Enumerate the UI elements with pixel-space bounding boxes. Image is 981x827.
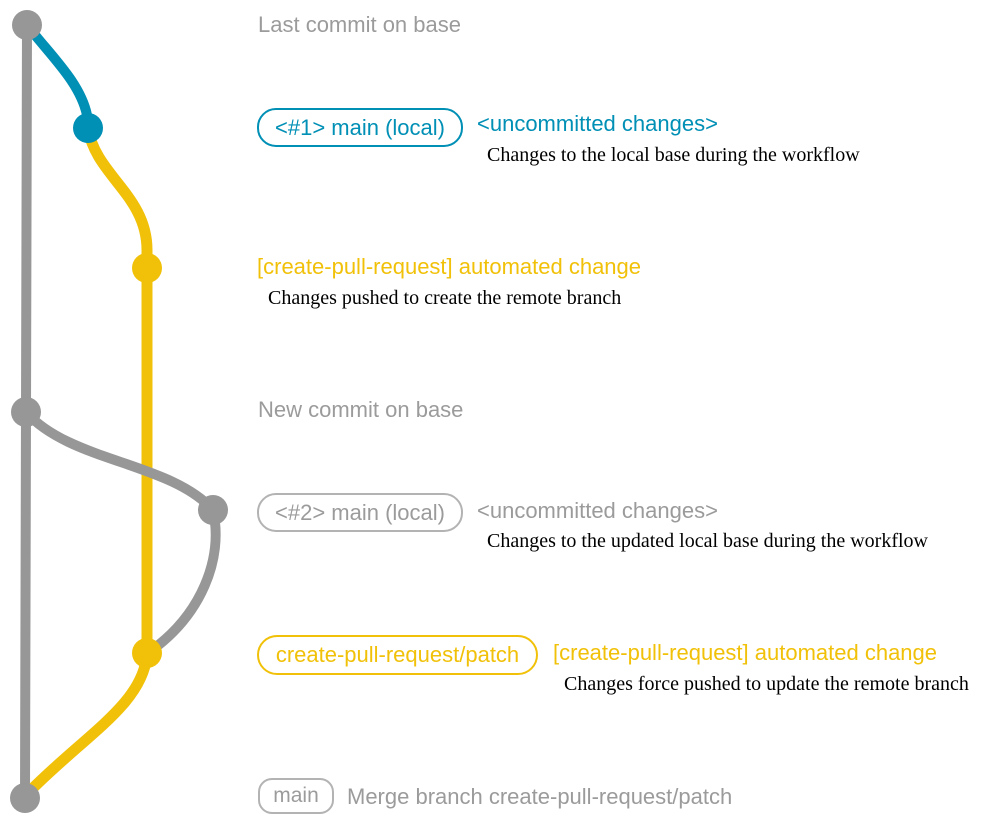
commit-note-uncommitted-1: Changes to the local base during the wor…: [487, 144, 860, 166]
commit-note-uncommitted-2: Changes to the updated local base during…: [487, 530, 928, 552]
commit-message-uncommitted-1: <uncommitted changes>: [477, 111, 718, 136]
commit-message-merge: Merge branch create-pull-request/patch: [347, 784, 733, 809]
updated-local-main-branch-line: [21, 407, 221, 655]
local-main-branch-line: [22, 20, 93, 133]
commit-message-new-base: New commit on base: [258, 397, 464, 422]
commit-node-last-base: [12, 10, 42, 40]
commit-note-automated-change-2: Changes force pushed to update the remot…: [564, 673, 969, 695]
branch-tag-main-local-1: <#1> main (local): [257, 108, 463, 147]
branch-tag-main-local-1-label: <#1> main (local): [275, 114, 445, 140]
branch-tag-main-local-2: <#2> main (local): [257, 493, 463, 532]
commit-message-uncommitted-2: <uncommitted changes>: [477, 498, 718, 523]
branch-tag-patch-label: create-pull-request/patch: [275, 642, 520, 667]
commit-note-automated-change-1: Changes pushed to create the remote bran…: [268, 287, 622, 309]
branch-tag-main-label: main: [273, 784, 319, 807]
commit-node-uncommitted-2: [198, 495, 228, 525]
commit-node-automated-change-2: [132, 638, 162, 668]
branch-tag-main: main: [258, 778, 334, 814]
branch-tag-patch: create-pull-request/patch: [257, 635, 538, 675]
commit-node-new-base: [11, 397, 41, 427]
branch-tag-main-local-2-label: <#2> main (local): [275, 499, 445, 525]
commit-message-automated-change-2: [create-pull-request] automated change: [553, 640, 938, 665]
commit-message-automated-change-1: [create-pull-request] automated change: [257, 254, 642, 279]
commit-node-automated-change-1: [132, 253, 162, 283]
commit-message-last-base: Last commit on base: [258, 12, 461, 37]
commit-node-uncommitted-1: [73, 113, 103, 143]
commit-node-merge: [10, 783, 40, 813]
